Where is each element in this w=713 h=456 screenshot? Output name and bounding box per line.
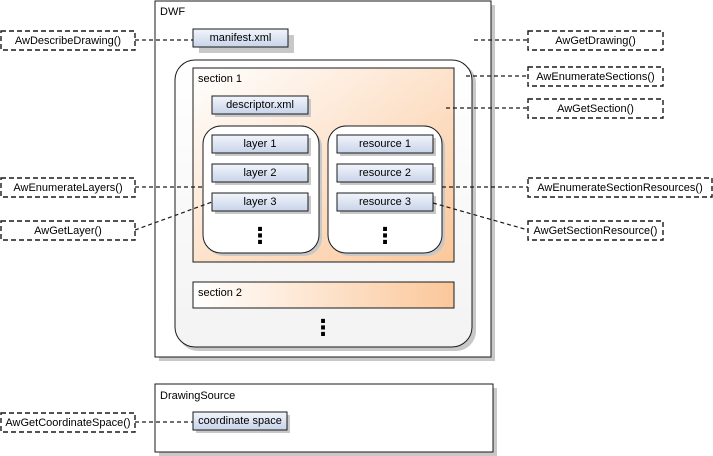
api-box-get-drawing [527,30,664,51]
api-enumerate-sections: AwEnumerateSections() [536,70,655,83]
resource-3-label: resource 3 [359,196,411,208]
resources-ellipsis: ⋮ [374,223,396,248]
descriptor-box [211,95,309,115]
resource-1-label: resource 1 [359,138,411,150]
item-boxes [192,28,436,433]
resource-2-box [336,163,434,183]
api-get-drawing: AwGetDrawing() [555,34,636,47]
api-get-coordinate-space: AwGetCoordinateSpace() [5,416,131,429]
manifest-box-face [192,28,289,48]
api-enumerate-section-resources: AwEnumerateSectionResources() [537,181,703,194]
drawing-source-title: DrawingSource [160,390,236,402]
layer-3-label: layer 3 [243,196,277,208]
api-get-section-resource: AwGetSectionResource() [533,224,658,237]
api-box-get-section [527,98,664,119]
manifest-label: manifest.xml [209,32,272,44]
api-box-get-section-resource [527,220,664,241]
layer-3-box [211,192,309,212]
section-1-title: section 1 [198,73,243,85]
api-boxes [0,30,713,433]
connector-get-section-resource [432,202,529,231]
resource-1-box [336,134,434,154]
connectors [134,39,529,423]
coordinate-space-box [192,411,288,431]
api-describe-drawing: AwDescribeDrawing() [14,34,122,47]
layer-1-label: layer 1 [243,138,277,150]
dwf-title: DWF [160,6,186,18]
sections-ellipsis: ⋮ [312,315,334,340]
api-get-layer: AwGetLayer() [34,224,102,237]
resource-2-label: resource 2 [359,167,411,179]
section-2-title: section 2 [198,287,243,299]
layer-2-label: layer 2 [243,167,277,179]
api-box-get-coordinate-space [0,412,136,433]
api-get-section: AwGetSection() [557,102,634,115]
api-enumerate-layers: AwEnumerateLayers() [13,181,123,194]
api-box-enumerate-layers [0,177,136,198]
api-box-get-layer [0,220,136,241]
api-box-describe-drawing [0,30,136,51]
resource-3-box [336,192,434,212]
layer-1-box [211,134,309,154]
section-2-box [192,281,455,309]
coordinate-space-label: coordinate space [198,415,282,427]
layer-2-box [211,163,309,183]
layers-ellipsis: ⋮ [249,223,271,248]
api-box-enumerate-sections [527,66,664,87]
descriptor-label: descriptor.xml [226,99,294,111]
